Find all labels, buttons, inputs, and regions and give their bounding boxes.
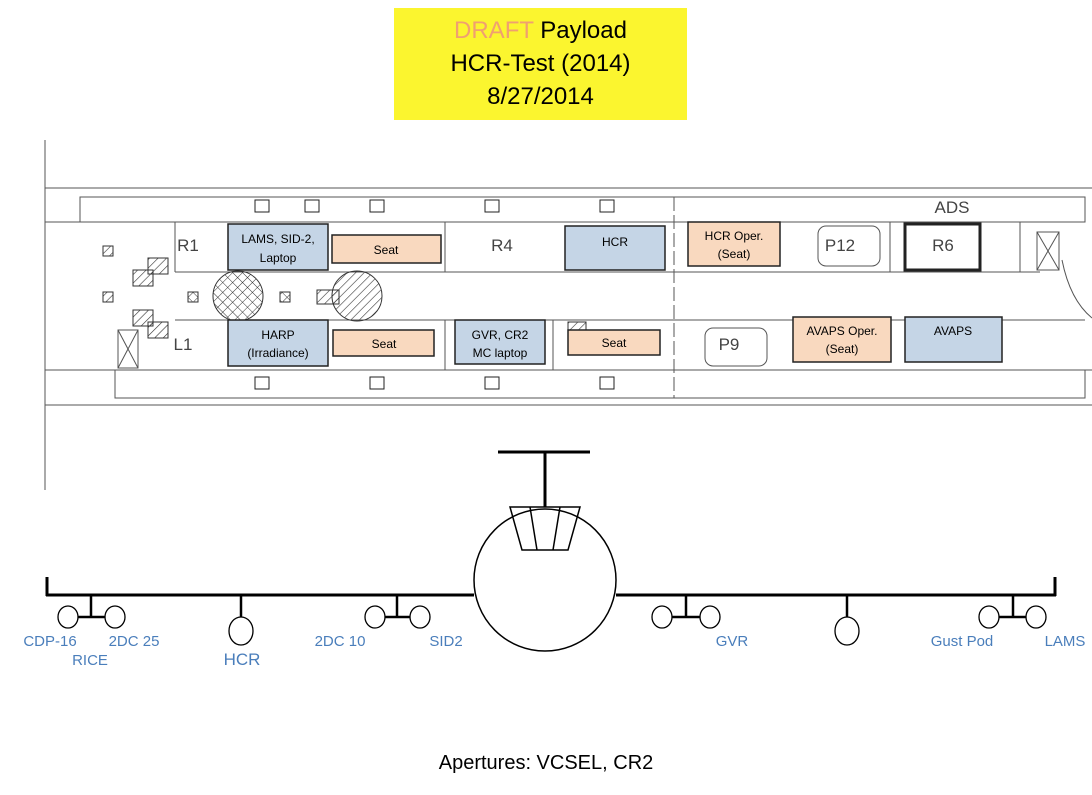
hatched-circle xyxy=(331,270,383,322)
box-seat xyxy=(331,234,442,264)
label-r6: R6 xyxy=(932,236,954,255)
box-lams-sid2-laptop xyxy=(227,223,329,271)
pod-hcr xyxy=(228,616,254,646)
box-text: Seat xyxy=(374,243,399,257)
box-text: Seat xyxy=(372,337,397,351)
box-text: Laptop xyxy=(260,251,297,265)
hatched-circle xyxy=(212,270,264,322)
payload-label: Payload xyxy=(533,17,627,44)
pod-label-2dc10: 2DC 10 xyxy=(315,633,366,650)
floor-plan xyxy=(44,140,1092,490)
pod-gvr xyxy=(699,605,721,629)
box-text: GVR, CR2 xyxy=(472,328,529,342)
box-text: HCR Oper. xyxy=(705,229,764,243)
title-box: DRAFT Payload HCR-Test (2014) 8/27/2014 xyxy=(394,8,687,120)
box-text: Seat xyxy=(602,336,627,350)
box-seat xyxy=(332,329,435,357)
box-seat xyxy=(567,329,661,356)
box-text: AVAPS Oper. xyxy=(807,324,878,338)
pod-label-hcr: HCR xyxy=(224,650,261,669)
pod-label-rice: RICE xyxy=(72,652,108,669)
project-title: HCR-Test (2014) xyxy=(450,50,631,77)
box-harp xyxy=(227,319,329,367)
date-label: 8/27/2014 xyxy=(487,83,594,110)
box-text: (Irradiance) xyxy=(247,346,308,360)
label-p9: P9 xyxy=(719,335,740,354)
apertures-label: Apertures: VCSEL, CR2 xyxy=(438,752,654,774)
pod-empty xyxy=(651,605,673,629)
box-text: MC laptop xyxy=(473,346,528,360)
pod-2dc10 xyxy=(364,605,386,629)
pod-empty xyxy=(834,616,860,646)
box-gvr-cr2 xyxy=(454,319,546,365)
pod-label-2dc25: 2DC 25 xyxy=(109,633,160,650)
label-l1: L1 xyxy=(174,335,193,354)
box-avaps-operator-seat xyxy=(792,316,892,363)
pod-cdp16 xyxy=(57,605,79,629)
label-r1: R1 xyxy=(177,236,199,255)
pod-label-gvr: GVR xyxy=(716,633,749,650)
title-line-1: DRAFT Payload xyxy=(394,14,687,47)
pod-2dc25 xyxy=(104,605,126,629)
box-hcr-operator-seat xyxy=(687,221,781,267)
box-text: HARP xyxy=(261,328,294,342)
pod-label-sid2: SID2 xyxy=(429,633,462,650)
draft-label: DRAFT xyxy=(454,17,534,44)
pod-gust-pod xyxy=(978,605,1000,629)
aircraft-front-view xyxy=(45,450,1057,652)
label-r4: R4 xyxy=(491,236,513,255)
box-avaps xyxy=(904,316,1003,363)
label-ads: ADS xyxy=(935,198,970,217)
pod-sid2 xyxy=(409,605,431,629)
box-text: (Seat) xyxy=(718,247,751,261)
box-text: AVAPS xyxy=(934,324,972,338)
box-text: (Seat) xyxy=(826,342,859,356)
pod-label-cdp16: CDP-16 xyxy=(23,633,76,650)
hatched-fixtures xyxy=(102,245,587,339)
pod-label-gust-pod: Gust Pod xyxy=(931,633,994,650)
pod-label-lams: LAMS xyxy=(1045,633,1086,650)
box-hcr xyxy=(564,225,666,271)
label-p12: P12 xyxy=(825,236,855,255)
box-text: LAMS, SID-2, xyxy=(241,232,314,246)
box-text: HCR xyxy=(602,235,628,249)
pod-lams xyxy=(1025,605,1047,629)
wing-pods xyxy=(57,595,1047,646)
